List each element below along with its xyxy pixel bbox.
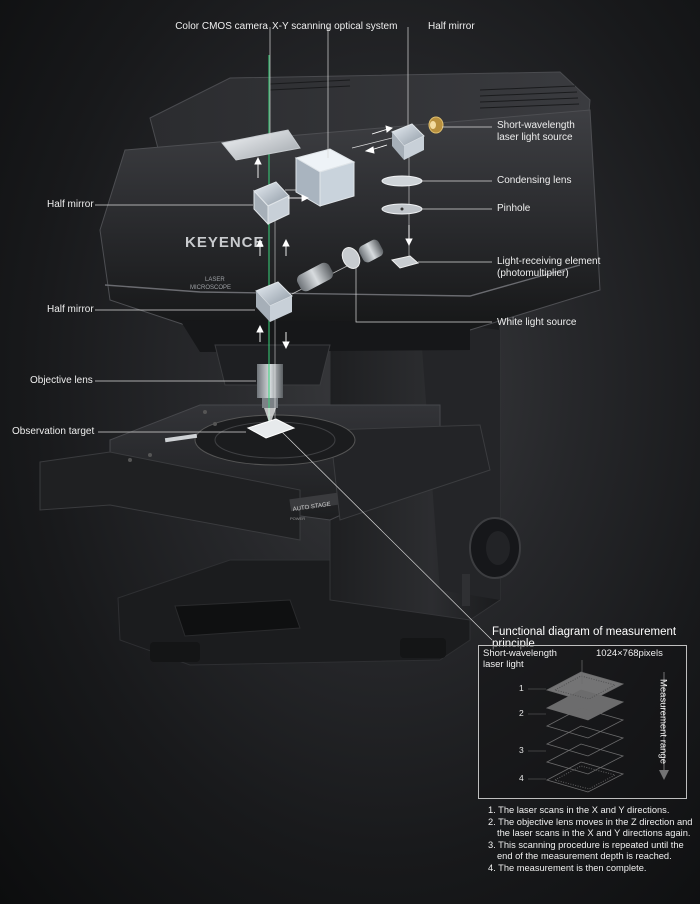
measurement-range-label: Measurement range [657, 678, 669, 765]
camera-sensor [221, 129, 301, 161]
label-pinhole: Pinhole [497, 203, 531, 214]
stage-rail [39, 451, 301, 541]
label-half-mirror-left-upper: Half mirror [47, 199, 94, 210]
base-handle [174, 599, 301, 637]
half-mirror-right-front [404, 136, 424, 160]
head-highlight [104, 264, 581, 297]
focus-knob-inner [486, 531, 510, 565]
label-laser-source-line2: laser light source [497, 132, 573, 143]
stage-hole [148, 453, 152, 457]
label-objective-lens: Objective lens [30, 375, 93, 386]
stage-hole [128, 458, 132, 462]
half-mirror-lower-side [256, 291, 270, 322]
step-item: 4. The measurement is then complete. [488, 862, 647, 873]
pinhole-hole [400, 207, 404, 211]
label-light-receiving-line1: Light-receiving element [497, 256, 601, 267]
sample-stick [164, 433, 198, 443]
label-xy-scanning-optical-system: X-Y scanning optical system [272, 21, 398, 32]
direction-arrows [254, 125, 413, 350]
fd-pixels: 1024×768pixels [596, 648, 663, 659]
power-text: POWER [290, 516, 305, 521]
fd-laser-line2: laser light [483, 659, 524, 670]
stage-hole [213, 422, 217, 426]
functional-diagram-box [478, 645, 687, 799]
label-white-light-source: White light source [497, 317, 577, 328]
fd-laser-line1: Short-wavelength [483, 648, 557, 659]
step-item: 3. This scanning procedure is repeated u… [488, 839, 684, 862]
objective-lens [257, 364, 283, 398]
white-light-optics [296, 239, 384, 292]
fd-layer-number: 3 [519, 745, 524, 755]
half-mirror-lower-front [270, 296, 292, 322]
brand-logo: KEYENCE [185, 234, 265, 251]
laser-source-lens [430, 121, 436, 129]
half-mirror-right-side [392, 132, 404, 160]
xy-scanner-right [319, 161, 355, 207]
product-badge: MICROSCOPE [190, 285, 231, 291]
auto-stage-plate [289, 492, 339, 512]
beam-cone [264, 408, 276, 425]
condensing-lens [381, 175, 423, 187]
step-item: 2. The objective lens moves in the Z dir… [488, 816, 693, 839]
label-observation-target: Observation target [12, 426, 95, 437]
observation-target [246, 418, 296, 439]
label-color-cmos-camera: Color CMOS camera [175, 21, 268, 32]
procedure-steps: 1. The laser scans in the X and Y direct… [488, 805, 693, 875]
base-foot [400, 638, 446, 658]
head-lower [180, 320, 470, 352]
label-condensing-lens: Condensing lens [497, 175, 572, 186]
label-light-receiving-line2: (photomultiplier) [497, 268, 569, 279]
head-vents [269, 79, 580, 109]
fd-layer-number: 1 [519, 683, 524, 693]
measurement-range: Measurement range [657, 672, 671, 772]
light-receiving-element [391, 255, 420, 269]
base-foot [150, 642, 200, 662]
stage-hole [203, 410, 207, 414]
auto-stage-text: AUTO STAGE [292, 502, 331, 513]
half-mirror-top-front [267, 195, 290, 225]
label-laser-source-line1: Short-wavelength [497, 120, 575, 131]
leader-lines [95, 27, 493, 641]
step-item: 1. The laser scans in the X and Y direct… [488, 805, 670, 815]
label-half-mirror-left-lower: Half mirror [47, 304, 94, 315]
fd-layer-number: 4 [519, 773, 524, 783]
knob-shaft [462, 574, 470, 606]
fd-layer-number: 2 [519, 708, 524, 718]
product-badge: LASER [205, 277, 225, 283]
objective-tip [262, 398, 278, 408]
label-half-mirror-top: Half mirror [428, 21, 475, 32]
stage-arm [329, 424, 491, 521]
